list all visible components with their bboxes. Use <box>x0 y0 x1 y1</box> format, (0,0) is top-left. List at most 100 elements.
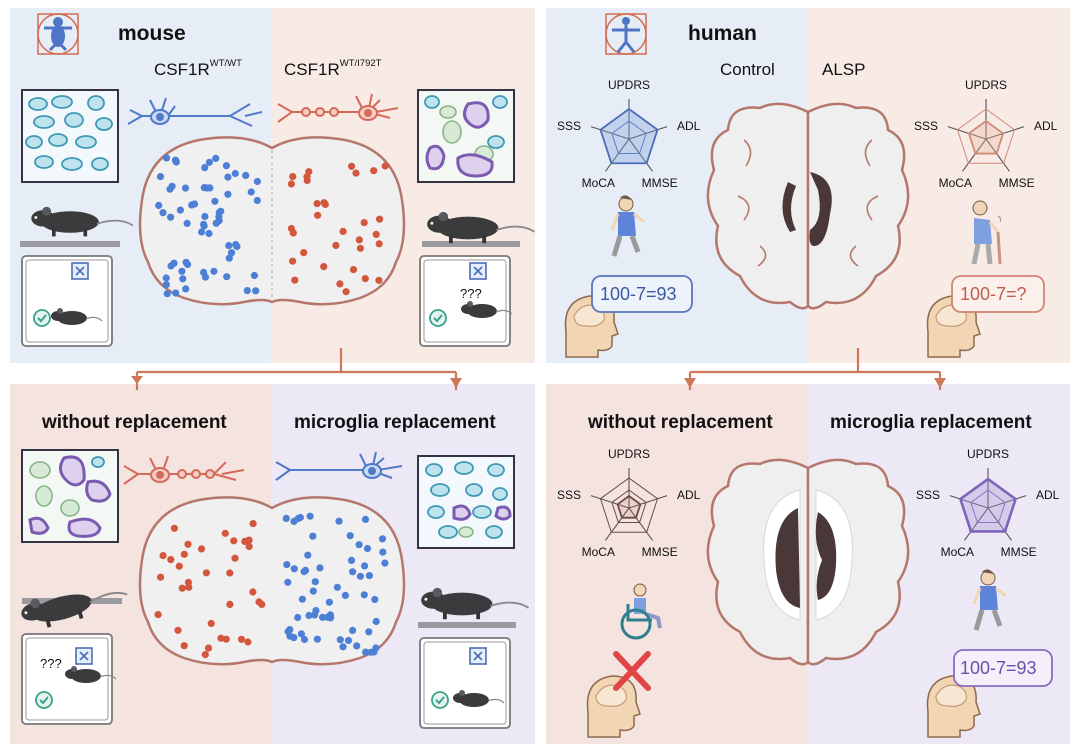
microglia-dot <box>204 644 213 652</box>
neuron-healthy-icon <box>127 97 263 127</box>
mouse-animal-healthy-icon <box>30 205 134 238</box>
microglia-dot <box>247 188 255 196</box>
microglia-dot <box>355 236 363 244</box>
radar-grid <box>611 120 647 155</box>
microglia-dot <box>283 561 291 569</box>
microglia-dot <box>362 648 370 656</box>
microglia-dot <box>300 635 309 644</box>
microglia-dot <box>370 167 378 175</box>
microglia-dot <box>226 600 234 609</box>
microglia-dot <box>255 598 263 606</box>
microglia-dot <box>167 262 175 270</box>
genotype-mut-label: CSF1RWT/I792T <box>284 58 381 80</box>
microglia-dot <box>184 540 192 548</box>
microglia-dot <box>325 598 333 606</box>
radar-axis <box>987 507 1012 541</box>
microglia-dot <box>352 169 360 177</box>
microglia-dot <box>249 520 257 528</box>
radar-axis-label: SSS <box>914 119 938 133</box>
microglia-dot <box>381 559 389 567</box>
microglia-dot <box>356 244 364 252</box>
microglia-dot <box>294 613 302 622</box>
microglia-dot <box>332 241 340 249</box>
microglia-dot <box>230 537 238 545</box>
microglia-dot <box>249 588 257 596</box>
maze-box-replacement-icon <box>419 637 511 729</box>
mouse-animal-recovered-icon <box>420 586 530 621</box>
microglia-dot <box>252 287 260 295</box>
maze-box-impaired-icon <box>419 255 513 347</box>
microglia-dot <box>178 584 186 592</box>
genotype-mut-base: CSF1R <box>284 60 340 79</box>
microglia-dot <box>201 164 209 172</box>
mouse-brain-top-icon <box>138 136 406 306</box>
microglia-dot <box>365 628 373 636</box>
microglia-dot <box>184 578 192 587</box>
mouse-animal-impaired-icon <box>426 210 536 245</box>
microglia-dot <box>162 281 170 289</box>
microglia-dot <box>349 568 357 576</box>
radar-shape <box>616 494 642 519</box>
radar-axis-label: ADL <box>677 488 701 502</box>
microglia-dot <box>211 197 219 205</box>
microglia-dot <box>245 536 253 544</box>
microglia-dot <box>237 635 246 643</box>
radar-axis <box>605 138 630 172</box>
microglia-dot <box>336 636 344 644</box>
radar-axis-label: ADL <box>677 119 701 133</box>
microglia-dot <box>303 176 311 185</box>
microglia-dot <box>372 617 380 626</box>
radar-shape <box>599 107 659 165</box>
radar-grid <box>599 477 659 533</box>
microglia-dot <box>183 219 191 227</box>
microglia-dot <box>180 550 188 558</box>
microglia-dot <box>291 276 299 284</box>
microglia-dot <box>290 565 298 573</box>
microglia-dot <box>313 200 321 208</box>
radar-grid <box>970 489 1006 524</box>
microglia-dot <box>372 644 380 652</box>
microglia-dot <box>210 267 218 275</box>
microglia-dot <box>360 219 368 227</box>
microglia-dot <box>342 288 350 296</box>
microglia-dot <box>290 517 298 526</box>
microglia-dot <box>224 190 232 198</box>
radar-axis <box>964 507 989 541</box>
microglia-dot <box>175 562 183 570</box>
microglia-dot <box>242 171 250 179</box>
radar-axis-label: MoCA <box>941 545 974 559</box>
microglia-dot <box>371 595 379 604</box>
microglia-box-restored-bottom-icon <box>417 455 515 549</box>
radar-grid <box>956 108 1016 164</box>
microglia-dot <box>202 569 210 577</box>
microglia-dot <box>171 156 180 164</box>
microglia-dot <box>232 241 240 249</box>
microglia-dot <box>375 240 383 248</box>
microglia-dot <box>168 182 176 190</box>
microglia-dot <box>174 626 182 634</box>
microglia-dot <box>306 512 314 520</box>
human-title: human <box>688 22 757 45</box>
microglia-dot <box>319 613 327 621</box>
microglia-dot <box>253 196 261 205</box>
microglia-dot <box>346 532 354 540</box>
microglia-dot <box>221 529 229 537</box>
microglia-dot <box>176 206 184 214</box>
microglia-dot <box>201 651 209 659</box>
radar-axis-label: UPDRS <box>608 78 650 92</box>
microglia-dot <box>296 513 304 522</box>
microglia-dot <box>188 201 196 209</box>
radar-axis <box>985 138 1010 172</box>
microglia-dot <box>335 517 343 525</box>
radar-axis <box>987 495 1027 509</box>
radar-axis <box>947 126 987 140</box>
microglia-dot <box>178 267 186 275</box>
radar-axis <box>628 495 668 509</box>
microglia-dot <box>336 280 344 288</box>
microglia-dot <box>365 572 373 580</box>
radar-axis <box>590 126 630 140</box>
microglia-dot <box>344 636 353 645</box>
microglia-dot <box>227 249 236 257</box>
